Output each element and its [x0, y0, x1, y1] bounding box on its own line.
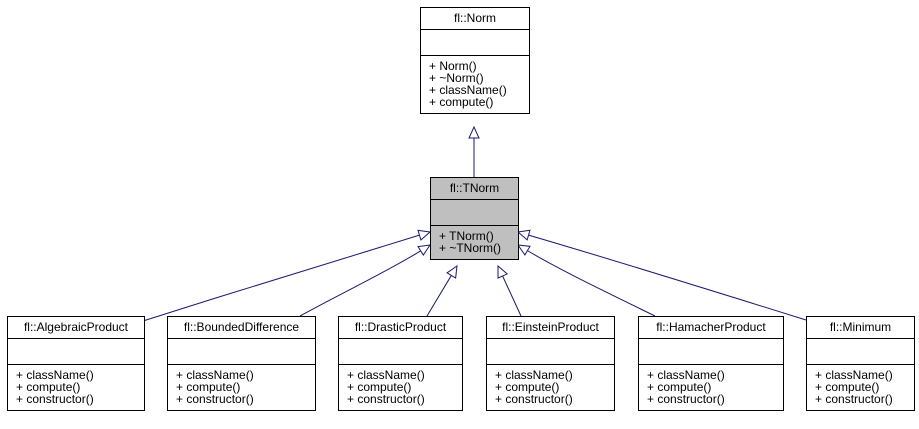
generalization-arrowhead	[417, 244, 432, 256]
inheritance-edge-minimum	[516, 229, 807, 321]
class-name: fl::BoundedDifference	[184, 320, 300, 334]
class-box	[486, 316, 615, 411]
method-item: + ~TNorm()	[439, 241, 501, 255]
inheritance-edges	[142, 125, 807, 322]
class-box	[806, 316, 915, 411]
class-name: fl::AlgebraicProduct	[24, 320, 129, 334]
method-item: + compute()	[495, 380, 559, 394]
generalization-arrowhead	[446, 264, 458, 279]
class-name: fl::HamacherProduct	[656, 320, 766, 334]
class-einstein[interactable]: fl::EinsteinProduct+ className()+ comput…	[486, 316, 615, 411]
class-name: fl::DrasticProduct	[355, 320, 447, 334]
class-box	[7, 316, 145, 411]
method-item: + constructor()	[347, 392, 425, 406]
method-item: + constructor()	[495, 392, 573, 406]
class-minimum[interactable]: fl::Minimum+ className()+ compute()+ con…	[806, 316, 915, 411]
generalization-arrowhead	[516, 229, 531, 241]
method-item: + compute()	[16, 380, 80, 394]
class-name: fl::Minimum	[830, 320, 891, 334]
method-item: + ~Norm()	[429, 71, 484, 85]
method-item: + compute()	[347, 380, 411, 394]
class-algebraic[interactable]: fl::AlgebraicProduct+ className()+ compu…	[7, 316, 145, 411]
class-norm[interactable]: fl::Norm+ Norm()+ ~Norm()+ className()+ …	[420, 7, 530, 114]
method-item: + className()	[647, 368, 725, 382]
inheritance-edge-einstein	[497, 264, 522, 317]
method-item: + constructor()	[176, 392, 254, 406]
method-item: + compute()	[429, 95, 493, 109]
method-item: + constructor()	[16, 392, 94, 406]
inheritance-edge-drastic	[426, 264, 458, 317]
method-item: + className()	[347, 368, 425, 382]
edge-line	[528, 234, 807, 321]
class-name: fl::TNorm	[450, 181, 499, 195]
class-bounded[interactable]: fl::BoundedDifference+ className()+ comp…	[167, 316, 316, 411]
edge-line	[527, 250, 656, 317]
inheritance-edge-bounded	[299, 244, 432, 317]
class-box	[638, 316, 784, 411]
class-name: fl::EinsteinProduct	[502, 320, 599, 334]
method-item: + className()	[495, 368, 573, 382]
inheritance-edge-algebraic	[142, 229, 432, 322]
method-item: + constructor()	[647, 392, 725, 406]
method-item: + compute()	[647, 380, 711, 394]
class-box	[420, 7, 530, 114]
class-hamacher[interactable]: fl::HamacherProduct+ className()+ comput…	[638, 316, 784, 411]
edge-line	[299, 250, 421, 317]
generalization-arrowhead	[497, 264, 509, 279]
method-item: + className()	[429, 83, 507, 97]
class-name: fl::Norm	[454, 11, 496, 25]
method-item: + className()	[176, 368, 254, 382]
method-item: + className()	[16, 368, 94, 382]
method-item: + TNorm()	[439, 229, 494, 243]
class-box	[430, 177, 519, 260]
edge-line	[426, 275, 452, 317]
method-item: + Norm()	[429, 59, 477, 73]
generalization-arrowhead	[516, 244, 531, 256]
method-item: + className()	[815, 368, 893, 382]
class-box	[338, 316, 463, 411]
class-nodes: fl::Norm+ Norm()+ ~Norm()+ className()+ …	[7, 7, 915, 411]
inheritance-edge-hamacher	[516, 244, 656, 317]
generalization-arrowhead	[468, 125, 480, 139]
method-item: + compute()	[815, 380, 879, 394]
class-box	[167, 316, 316, 411]
class-tnorm[interactable]: fl::TNorm+ TNorm()+ ~TNorm()	[430, 177, 519, 260]
method-item: + compute()	[176, 380, 240, 394]
edge-line	[502, 275, 522, 317]
class-drastic[interactable]: fl::DrasticProduct+ className()+ compute…	[338, 316, 463, 411]
inheritance-edge-tnorm	[468, 125, 480, 177]
method-item: + constructor()	[815, 392, 893, 406]
edge-line	[142, 234, 420, 322]
generalization-arrowhead	[417, 229, 432, 241]
